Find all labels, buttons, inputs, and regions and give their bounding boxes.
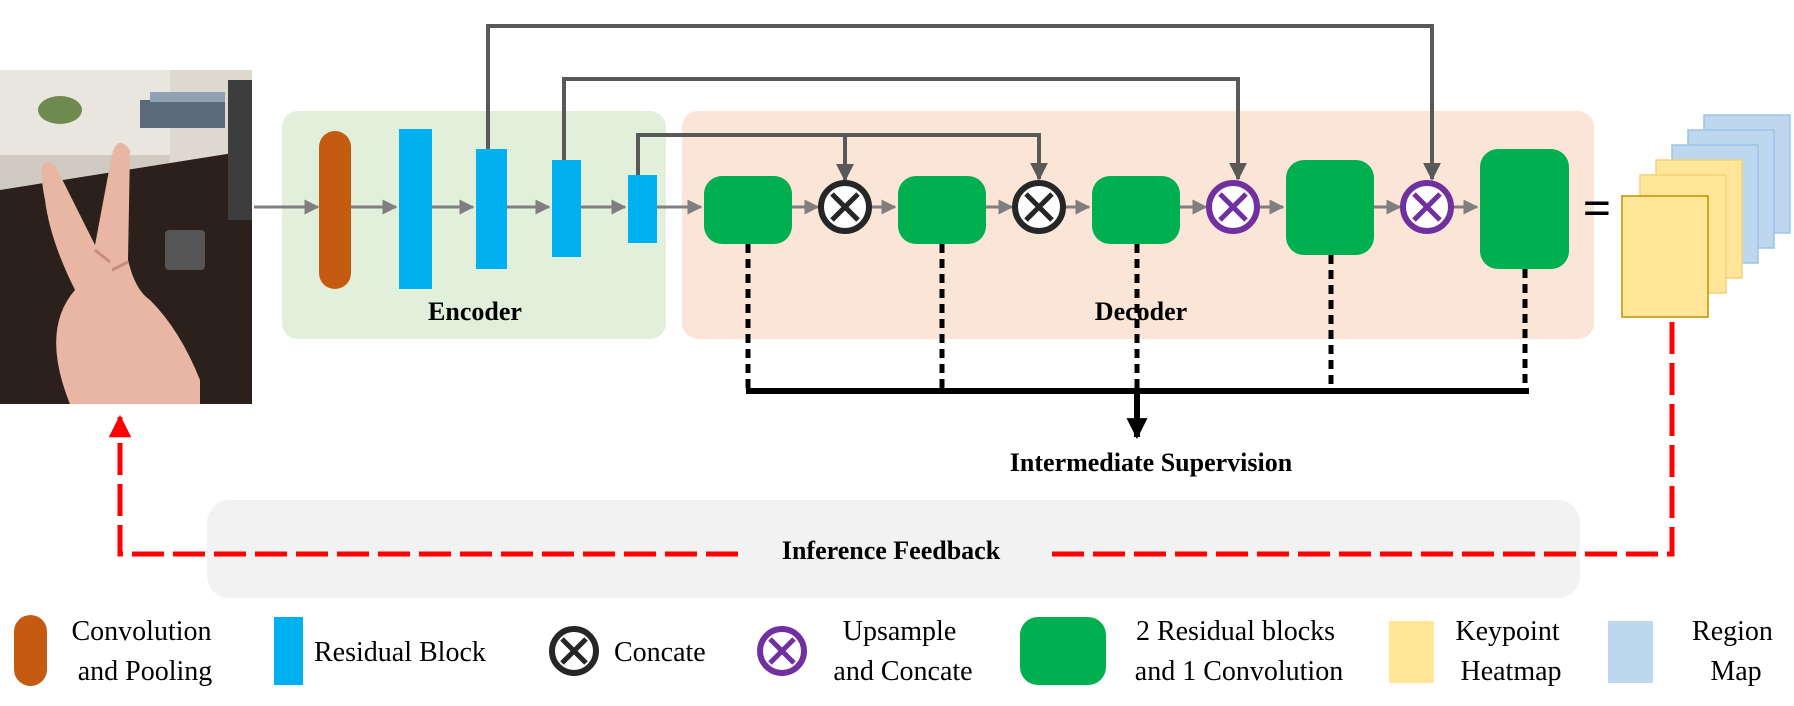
concat-icon: [1012, 180, 1066, 234]
feedback-line: [120, 322, 1675, 557]
legend-green-label: 2 Residual blocks and 1 Convolution: [1135, 616, 1343, 687]
legend-heatmap-label: Keypoint Heatmap: [1455, 616, 1566, 687]
residual-block-4: [628, 175, 657, 243]
residual-block-1: [399, 129, 432, 289]
decoder-block-4: [1286, 160, 1374, 255]
concat-icon: [818, 180, 872, 234]
intermediate-supervision-lines: [745, 244, 1528, 390]
skip-connection-2: [562, 77, 1247, 181]
legend-region-swatch: [1608, 621, 1653, 683]
residual-block-3: [552, 160, 581, 257]
legend-region-label: Region Map: [1692, 616, 1780, 687]
equals-sign: =: [1583, 180, 1612, 236]
residual-block-2: [476, 149, 507, 269]
legend-conv-swatch: [14, 615, 47, 686]
intermediate-supervision-label: Intermediate Supervision: [1010, 448, 1293, 477]
legend-residual-label: Residual Block: [314, 637, 486, 668]
legend-green-swatch: [1020, 617, 1106, 685]
skip-connection-3: [636, 133, 1048, 181]
legend-residual-swatch: [274, 617, 303, 685]
encoder-label: Encoder: [428, 297, 522, 326]
conv-pool-block: [319, 131, 351, 289]
legend-heatmap-swatch: [1389, 621, 1434, 683]
legend-upsample-label: Upsample and Concate: [833, 616, 972, 687]
legend: Convolution and Pooling Residual Block C…: [14, 615, 1780, 687]
decoder-block-3: [1092, 176, 1180, 244]
output-maps: [1621, 114, 1791, 318]
legend-concat-label: Concate: [614, 637, 706, 668]
inference-feedback-label: Inference Feedback: [782, 536, 1001, 565]
decoder-block-5: [1480, 149, 1569, 269]
legend-conv-label: Convolution and Pooling: [71, 616, 218, 687]
decoder-label: Decoder: [1095, 297, 1187, 326]
decoder-block-1: [704, 176, 792, 244]
skip-connection-1: [486, 24, 1441, 181]
input-image: [0, 70, 252, 404]
upsample-concat-icon: [1400, 180, 1454, 234]
decoder-block-2: [898, 176, 986, 244]
legend-upsample-icon: [757, 626, 807, 676]
upsample-concat-icon: [1206, 180, 1260, 234]
feedback-panel: [207, 500, 1580, 598]
legend-concat-icon: [549, 626, 599, 676]
